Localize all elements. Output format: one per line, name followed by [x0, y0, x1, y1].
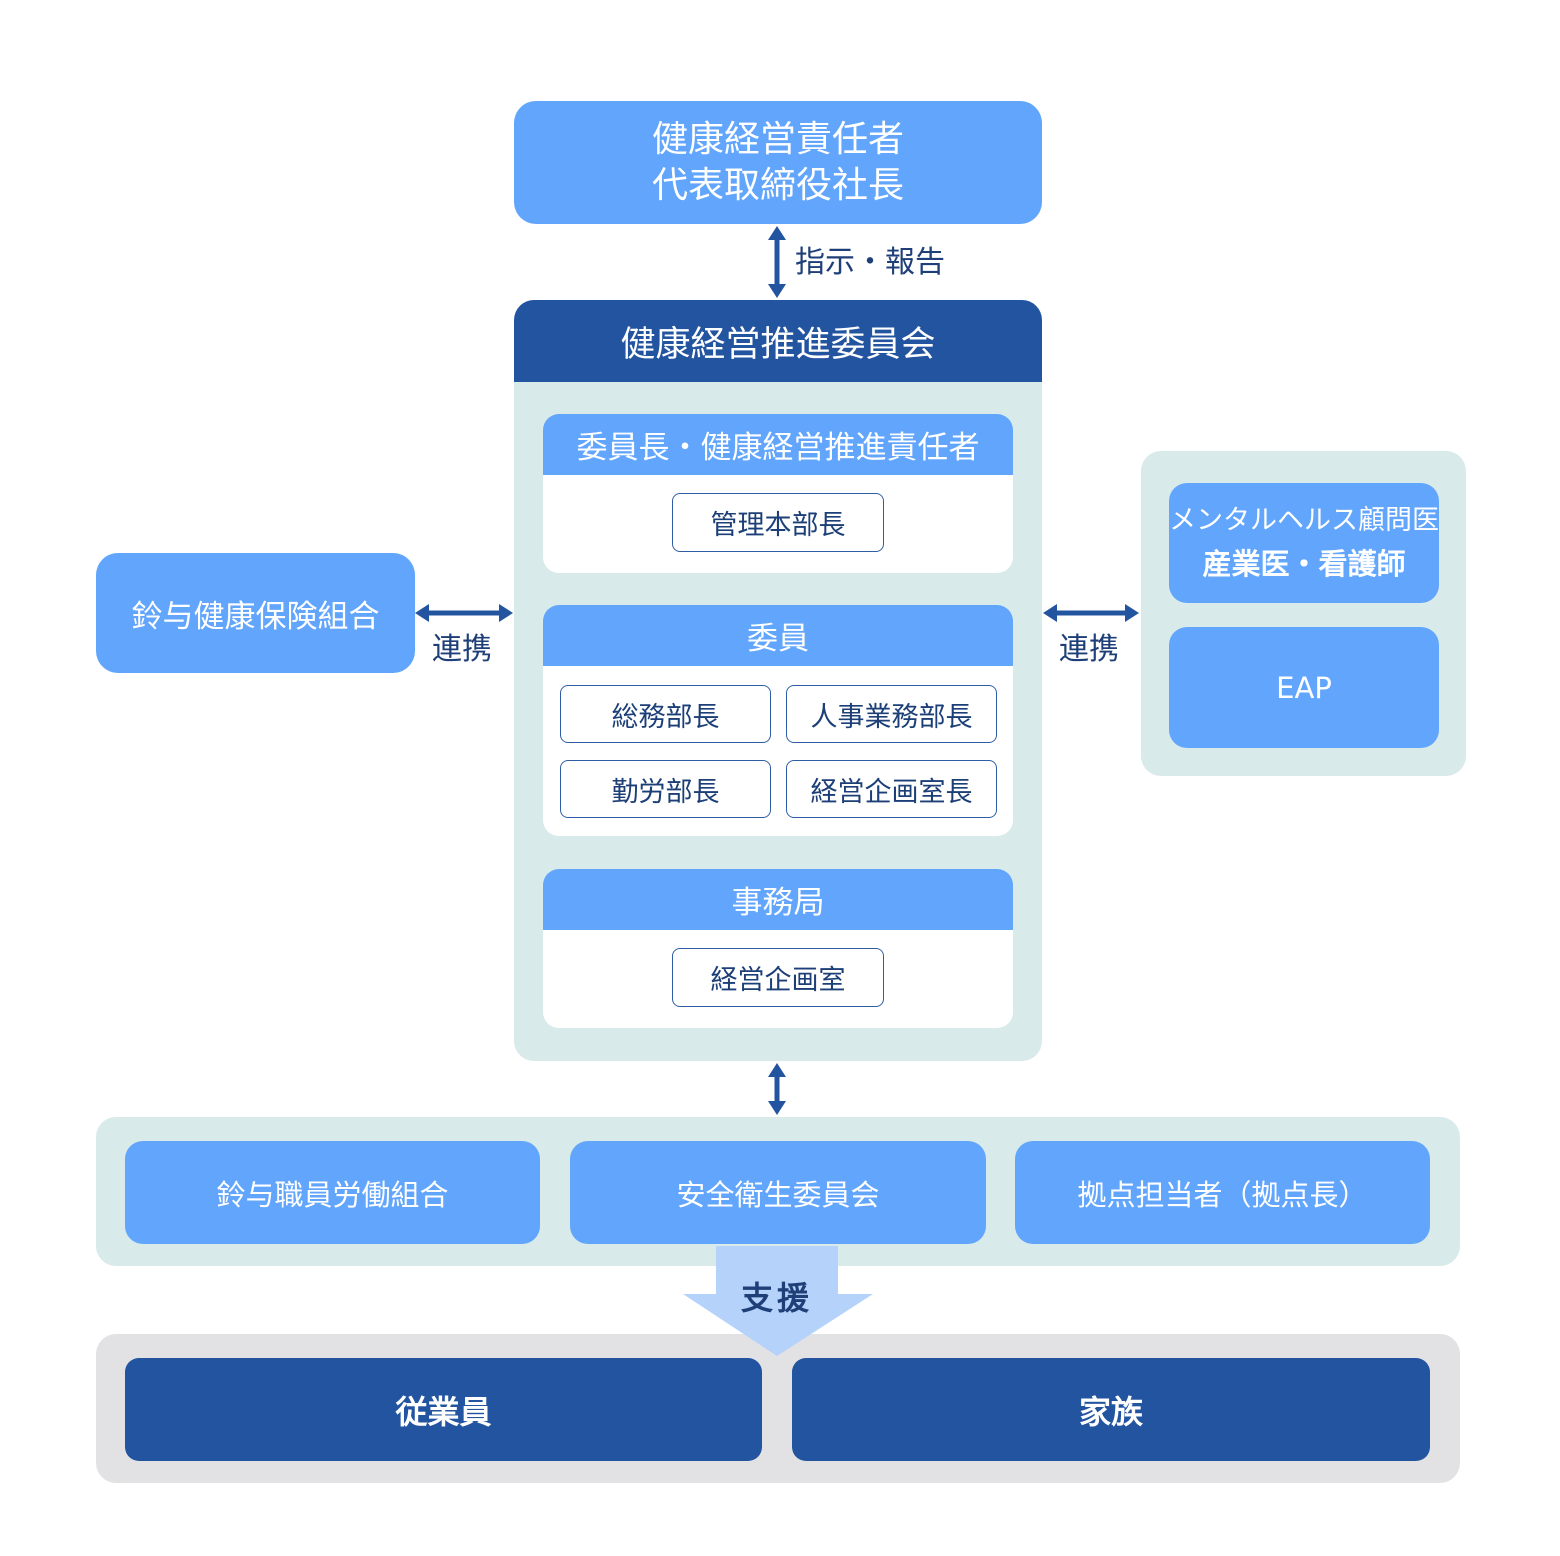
chair-member: 管理本部長 [672, 493, 884, 552]
secretariat-member: 経営企画室 [672, 948, 884, 1007]
support-arrow [683, 1246, 873, 1356]
executive-box: 健康経営責任者 代表取締役社長 [514, 101, 1042, 224]
right-double-arrow [1043, 604, 1139, 622]
executive-role: 代表取締役社長 [651, 164, 904, 206]
family-box: 家族 [792, 1358, 1430, 1461]
left-double-arrow [415, 604, 513, 622]
executive-title: 健康経営責任者 [651, 118, 904, 160]
chair-heading: 委員長・健康経営推進責任者 [543, 414, 1013, 475]
secretariat-heading: 事務局 [543, 869, 1013, 930]
right-link-label: 連携 [1059, 632, 1119, 667]
members-heading: 委員 [543, 605, 1013, 666]
top-double-arrow [768, 226, 786, 298]
medical-advisor-box: メンタルヘルス顧問医 産業医・看護師 [1169, 483, 1439, 603]
safety-health-committee-box: 安全衛生委員会 [570, 1141, 986, 1244]
eap-box: EAP [1169, 627, 1439, 748]
mental-health-advisor: メンタルヘルス顧問医 [1169, 505, 1439, 536]
member-labor: 勤労部長 [560, 760, 771, 818]
member-hr-operations: 人事業務部長 [786, 685, 997, 743]
occupational-physician-nurse: 産業医・看護師 [1202, 547, 1406, 581]
member-general-affairs: 総務部長 [560, 685, 771, 743]
committee-title: 健康経営推進委員会 [514, 300, 1042, 382]
labor-union-box: 鈴与職員労働組合 [125, 1141, 540, 1244]
support-label: 支援 [740, 1279, 813, 1317]
employees-box: 従業員 [125, 1358, 762, 1461]
member-corporate-planning: 経営企画室長 [786, 760, 997, 818]
instruction-report-label: 指示・報告 [795, 245, 945, 280]
health-insurance-box: 鈴与健康保険組合 [96, 553, 415, 673]
site-manager-box: 拠点担当者（拠点長） [1015, 1141, 1430, 1244]
bottom-double-arrow [768, 1063, 786, 1115]
left-link-label: 連携 [432, 632, 492, 667]
